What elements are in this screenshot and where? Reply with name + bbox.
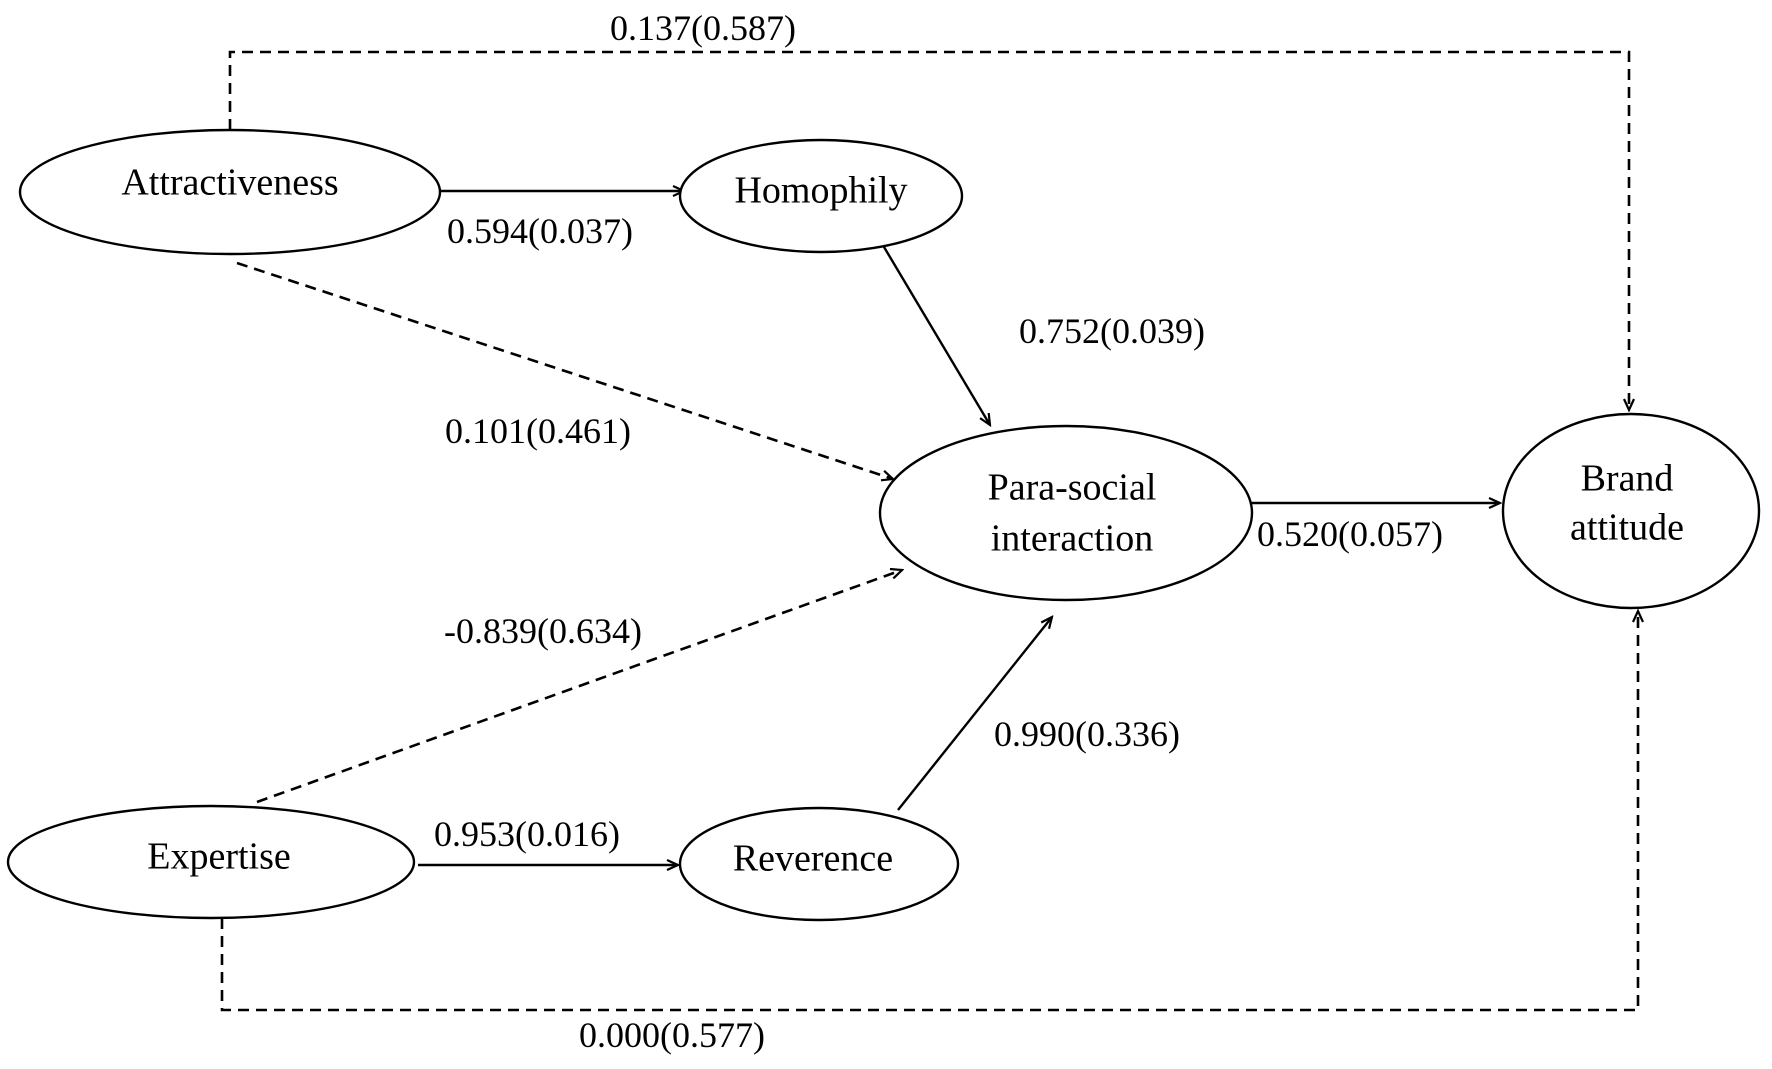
edge-label-expertise-reverence: 0.953(0.016) <box>434 814 620 854</box>
node-attractiveness-shape <box>18 128 442 256</box>
node-homophily-label: Homophily <box>734 170 907 212</box>
edge-label-homophily-parasocial: 0.752(0.039) <box>1019 311 1205 351</box>
node-attractiveness-label: Attractiveness <box>121 162 338 204</box>
node-parasocial: Para-social interaction <box>878 424 1254 602</box>
edge-label-attractiveness-brand: 0.137(0.587) <box>610 8 796 48</box>
node-parasocial-label-line1: Para-social <box>988 467 1157 509</box>
edge-attractiveness-parasocial <box>236 261 893 479</box>
node-expertise-label: Expertise <box>147 836 291 878</box>
edge-labels: 0.137(0.587) 0.594(0.037) 0.752(0.039) 0… <box>434 8 1443 1055</box>
edges <box>220 50 1638 1012</box>
node-expertise-shape <box>6 804 416 920</box>
node-brand-shape <box>1501 412 1761 610</box>
edge-label-attractiveness-homophily: 0.594(0.037) <box>447 211 633 251</box>
node-homophily-shape <box>678 138 964 254</box>
node-parasocial-label-line2: interaction <box>991 518 1153 560</box>
edge-label-attractiveness-parasocial: 0.101(0.461) <box>445 411 631 451</box>
edge-homophily-parasocial <box>882 246 990 425</box>
edge-label-expertise-brand: 0.000(0.577) <box>579 1015 765 1055</box>
edge-expertise-parasocial <box>256 570 902 804</box>
node-reverence-label: Reverence <box>733 838 893 880</box>
node-homophily: Homophily <box>678 138 964 254</box>
edge-attractiveness-brand <box>228 50 1629 410</box>
edge-label-parasocial-brand: 0.520(0.057) <box>1257 514 1443 554</box>
node-brand-label-line2: attitude <box>1570 507 1684 549</box>
node-reverence: Reverence <box>678 806 960 922</box>
edge-label-expertise-parasocial: -0.839(0.634) <box>444 611 642 651</box>
edge-label-reverence-parasocial: 0.990(0.336) <box>994 714 1180 754</box>
node-parasocial-shape <box>878 424 1254 602</box>
node-brand: Brand attitude <box>1501 412 1761 610</box>
edge-expertise-brand <box>220 611 1638 1012</box>
edge-reverence-parasocial <box>897 617 1052 811</box>
node-attractiveness: Attractiveness <box>18 128 442 256</box>
node-brand-label-line1: Brand <box>1581 458 1674 500</box>
node-reverence-shape <box>678 806 960 922</box>
node-expertise: Expertise <box>6 804 416 920</box>
